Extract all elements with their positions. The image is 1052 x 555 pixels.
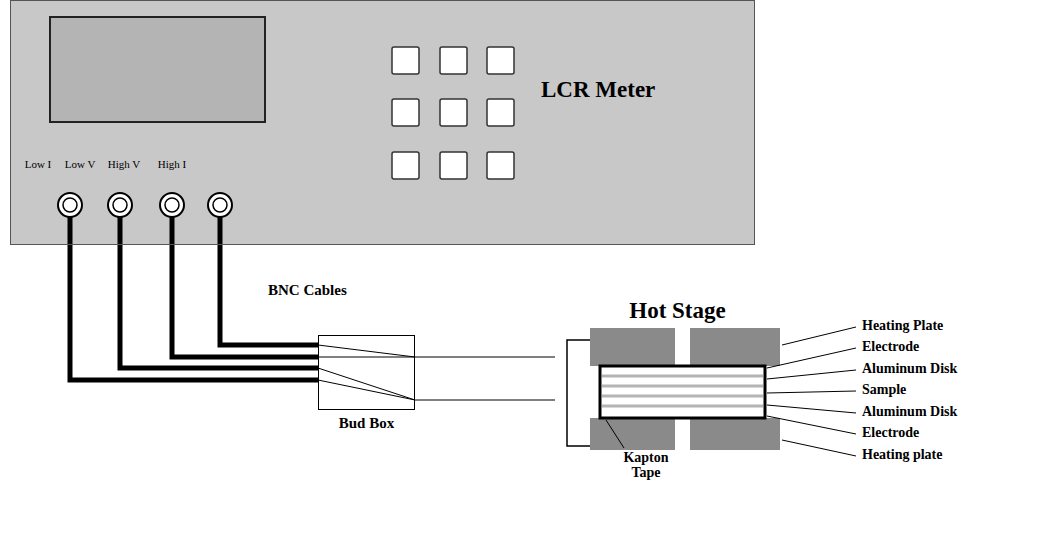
bnc-cable xyxy=(172,245,318,357)
heating-plate xyxy=(590,328,675,366)
part-name: Aluminum Disk xyxy=(862,361,957,376)
part-name: Sample xyxy=(862,382,906,397)
leader-line xyxy=(767,405,856,413)
part-name: Aluminum Disk xyxy=(862,404,957,419)
device-name: LCR Meter xyxy=(541,77,655,102)
stack-layer xyxy=(602,395,763,398)
cable-stub xyxy=(218,217,223,245)
bnc-connector-ring xyxy=(165,198,179,212)
meter-button xyxy=(487,152,514,179)
meter-button xyxy=(392,47,419,74)
meter-button xyxy=(487,99,514,126)
cable-stub xyxy=(68,217,73,245)
leader-line xyxy=(606,420,624,448)
heating-plate xyxy=(690,328,780,366)
port-name: High I xyxy=(158,158,186,170)
stack-layer xyxy=(602,385,763,388)
part-name: Heating Plate xyxy=(862,318,943,333)
cable-stub xyxy=(118,217,123,245)
port-name: Low V xyxy=(65,158,96,170)
meter-button xyxy=(487,47,514,74)
leader-line xyxy=(767,348,856,368)
port-name: Low I xyxy=(25,158,52,170)
hot-stage: Hot Stage xyxy=(555,298,800,453)
leader-line xyxy=(767,370,856,379)
bnc-cable xyxy=(120,245,318,368)
bnc-connector xyxy=(160,193,184,217)
meter-screen xyxy=(50,17,265,122)
bnc-connector-ring xyxy=(113,198,127,212)
wire xyxy=(415,356,555,357)
meter-button xyxy=(440,152,467,179)
meter-button xyxy=(392,152,419,179)
cable-label: BNC Cables xyxy=(268,282,347,299)
lcr-meter: LCR Meter xyxy=(10,0,755,245)
stack-layer xyxy=(602,405,763,408)
internal-wire xyxy=(318,368,415,400)
stage-bracket xyxy=(567,340,590,446)
part-name: Heating plate xyxy=(862,447,943,462)
bnc-connector xyxy=(208,193,232,217)
meter-button xyxy=(440,47,467,74)
bnc-connector xyxy=(58,193,82,217)
bnc-connector-ring xyxy=(63,198,77,212)
sample-stack xyxy=(600,366,765,418)
cable-stub xyxy=(170,217,175,245)
part-name: Electrode xyxy=(862,339,919,354)
bnc-cable xyxy=(70,245,318,380)
meter-housing-fill xyxy=(10,0,755,245)
leader-line xyxy=(782,327,856,345)
leader-line xyxy=(767,391,856,393)
box-name: Bud Box xyxy=(339,415,394,432)
meter-button xyxy=(392,99,419,126)
bud-box: Bud Box xyxy=(318,335,415,410)
stage-title: Hot Stage xyxy=(629,298,725,323)
heating-plate xyxy=(690,418,780,450)
heating-plate xyxy=(590,418,675,450)
internal-wire xyxy=(318,380,415,400)
bnc-connector xyxy=(108,193,132,217)
bud-box-fill xyxy=(318,335,415,410)
leader-line xyxy=(767,416,856,434)
wire xyxy=(415,399,555,400)
part-name: Kapton Tape xyxy=(618,451,674,480)
stack-layer xyxy=(602,375,763,378)
leader-line xyxy=(782,440,856,456)
part-name: Electrode xyxy=(862,425,919,440)
internal-wire xyxy=(318,345,415,357)
meter-button xyxy=(440,99,467,126)
port-name: High V xyxy=(108,158,141,170)
internal-wire xyxy=(318,357,415,358)
bnc-connector-ring xyxy=(213,198,227,212)
